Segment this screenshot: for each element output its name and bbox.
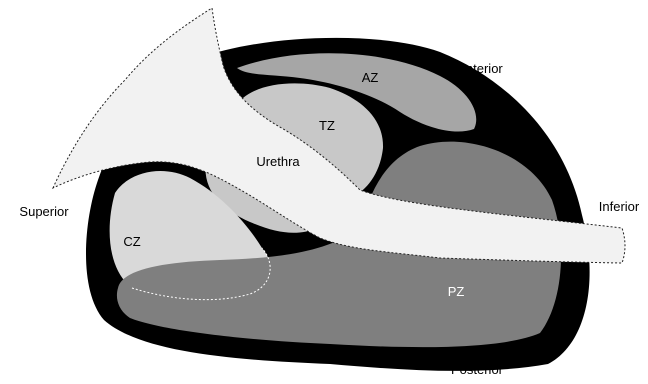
urethra-label: Urethra	[256, 154, 300, 169]
tz-label: TZ	[319, 118, 335, 133]
superior-label: Superior	[19, 204, 69, 219]
inferior-label: Inferior	[599, 199, 640, 214]
pz-label: PZ	[448, 284, 465, 299]
az-label: AZ	[362, 70, 379, 85]
cz-label: CZ	[123, 234, 140, 249]
posterior-label: Posterior	[451, 362, 504, 377]
anterior-label: Anterior	[457, 61, 503, 76]
